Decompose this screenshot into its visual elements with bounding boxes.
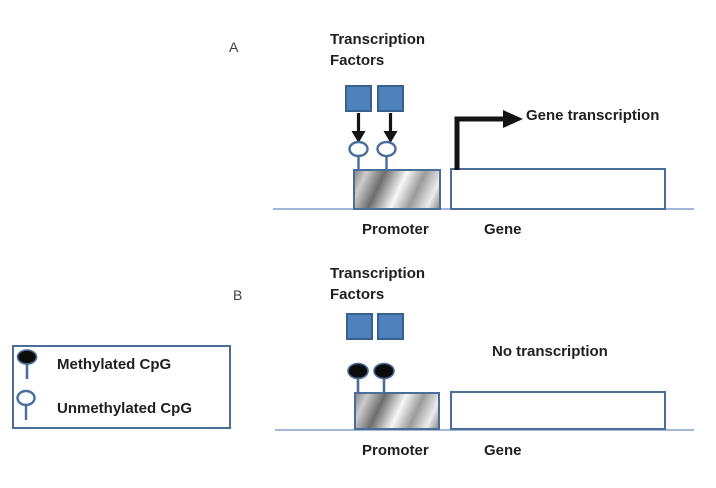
panel-b-promoter-label: Promoter bbox=[362, 442, 429, 459]
dna-strand-line bbox=[275, 429, 694, 431]
transcription-factor-square bbox=[345, 85, 372, 112]
legend-unmethylated-label: Unmethylated CpG bbox=[57, 400, 193, 417]
unmethylated-cpg-icon bbox=[16, 389, 36, 420]
no-transcription-label: No transcription bbox=[492, 343, 608, 360]
promoter-box bbox=[353, 169, 441, 210]
methylated-cpg-icon bbox=[347, 362, 395, 393]
unmethylated-cpg-icon bbox=[348, 140, 397, 171]
legend-methylated-label: Methylated CpG bbox=[57, 356, 172, 373]
transcription-factor-square bbox=[377, 85, 404, 112]
panel-b-gene-label: Gene bbox=[484, 442, 522, 459]
gene-box bbox=[450, 168, 666, 210]
promoter-box bbox=[354, 392, 440, 430]
panel-a-promoter-label: Promoter bbox=[362, 221, 429, 238]
gene-transcription-arrow-icon bbox=[454, 110, 523, 170]
gene-box bbox=[450, 391, 666, 430]
transcription-factor-square bbox=[377, 313, 404, 340]
tf-binding-down-arrows-icon bbox=[351, 113, 398, 143]
panel-a-gene-label: Gene bbox=[484, 221, 522, 238]
transcription-factor-square bbox=[346, 313, 373, 340]
methylated-cpg-icon bbox=[16, 349, 38, 379]
panel-a-label: A bbox=[229, 39, 239, 55]
panel-b-transcription-factors-label: Transcription Factors bbox=[330, 265, 426, 303]
gene-transcription-label: Gene transcription bbox=[526, 107, 660, 124]
panel-b-label: B bbox=[233, 287, 243, 303]
panel-a-transcription-factors-label: Transcription Factors bbox=[330, 31, 426, 69]
legend-box bbox=[12, 345, 231, 429]
